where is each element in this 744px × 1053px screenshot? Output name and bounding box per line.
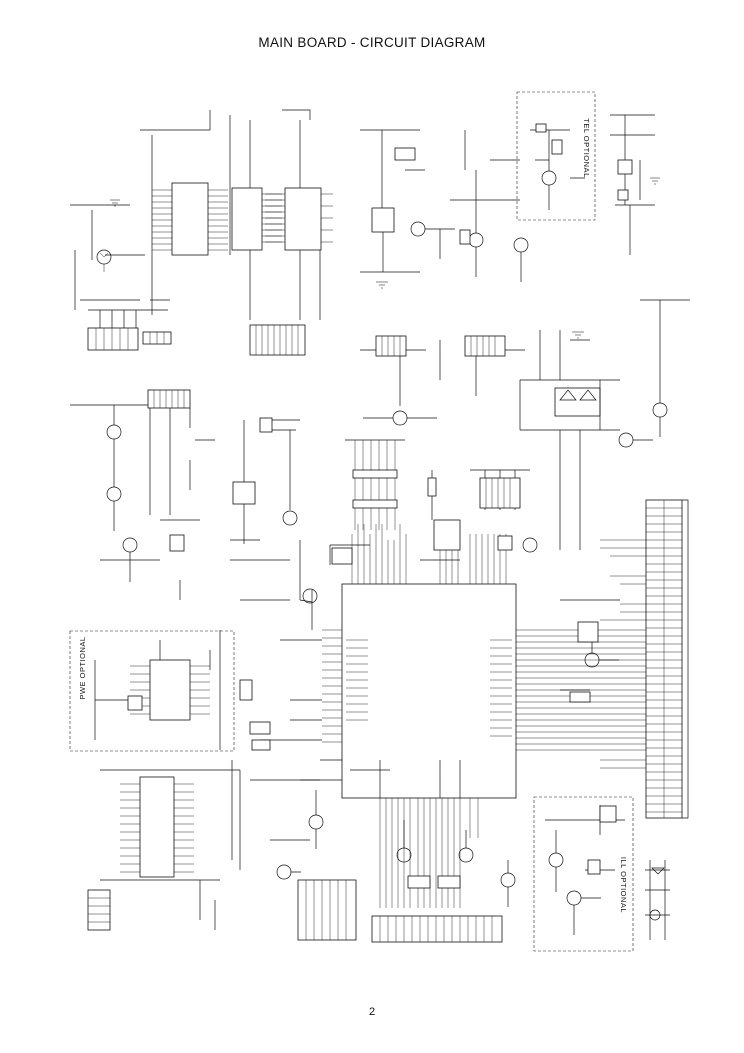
upper-mid-regulator (360, 129, 455, 289)
pwe-optional-circuit (94, 640, 253, 740)
top-left-ic (140, 110, 251, 320)
mid-connectors (360, 335, 525, 426)
header-connector-top-left (87, 309, 168, 351)
bottom-transistors (270, 790, 516, 907)
ill-optional-label: ILL OPTIONAL (619, 857, 628, 913)
upper-mcu-resistors (329, 439, 405, 565)
connector-group-center-top (249, 324, 306, 356)
top-center-ic (231, 187, 282, 251)
header-connector-top-mid (142, 331, 172, 345)
pwe-optional-block (69, 630, 235, 752)
diagram-title: MAIN BOARD - CIRCUIT DIAGRAM (258, 35, 486, 50)
ill-optional-circuit (545, 805, 625, 935)
page-number: 2 (368, 1006, 376, 1018)
bottom-left-ic (87, 769, 241, 931)
top-far-right-filter (610, 114, 660, 255)
top-right-ic (265, 109, 333, 320)
tel-optional-circuit (530, 123, 585, 210)
tel-optional-label: TEL OPTIONAL (582, 118, 591, 178)
left-mid-drivers (70, 389, 215, 600)
right-connector (600, 499, 689, 819)
pwe-optional-label: PWE OPTIONAL (78, 636, 87, 699)
upper-right-transistors (450, 130, 529, 282)
bottom-center-connectors (297, 875, 503, 943)
ill-optional-block (533, 796, 634, 952)
right-bridge-block (519, 299, 690, 550)
main-mcu (322, 524, 646, 908)
right-mid-transistor (560, 599, 620, 703)
top-left-power-section (70, 199, 170, 310)
center-left-ic (230, 417, 300, 544)
right-bottom-diodes (645, 860, 670, 940)
oscillator-section (420, 469, 538, 561)
misc-wiring (219, 540, 461, 860)
tel-optional-block (516, 91, 596, 221)
